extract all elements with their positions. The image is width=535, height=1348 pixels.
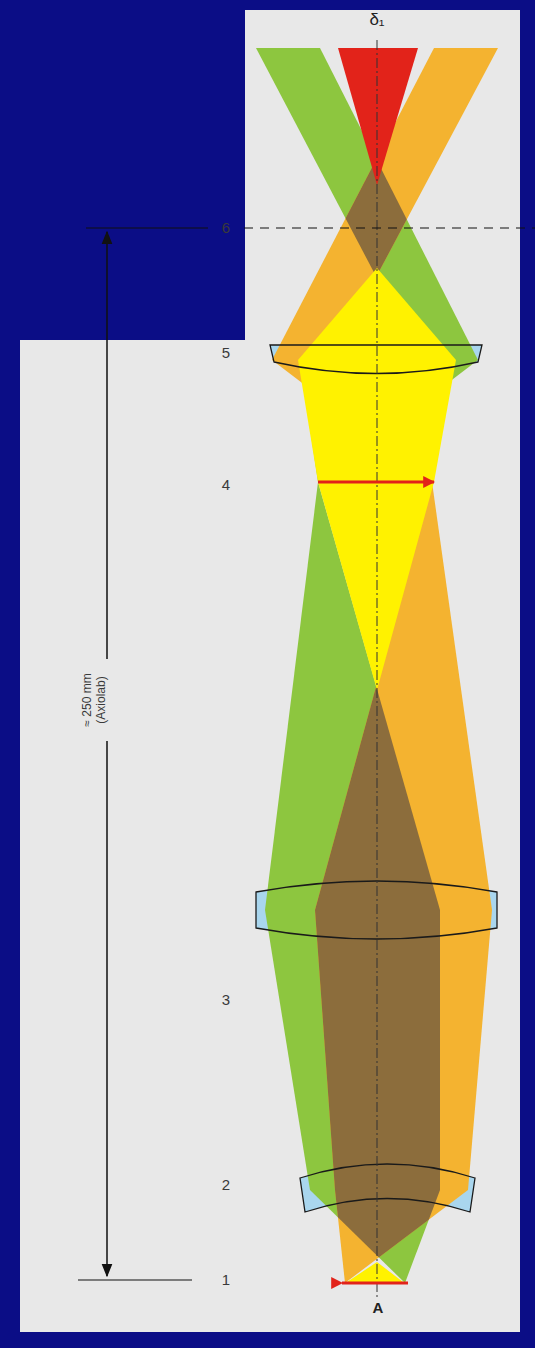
object-label: A xyxy=(373,1299,384,1316)
orange-beam xyxy=(272,48,498,360)
optical-axis xyxy=(377,40,378,1300)
plane-6-line xyxy=(86,227,208,228)
image-arrow xyxy=(318,481,434,484)
plane-number: 5 xyxy=(222,344,230,361)
exit-pupil-cone xyxy=(338,48,418,185)
dimension-label: ≈ 250 mm (Axiolab) xyxy=(77,659,113,741)
plane-number: 6 xyxy=(222,219,230,236)
plane-number: 3 xyxy=(222,991,230,1008)
pupil-symbol: δ₁ xyxy=(369,10,384,30)
plane-number: 2 xyxy=(222,1176,230,1193)
plane-6-dashed xyxy=(244,227,535,228)
yellow-beam xyxy=(347,1262,403,1282)
plane-1-line xyxy=(78,1279,192,1280)
lens-5-outline xyxy=(270,345,482,374)
corner-block xyxy=(0,0,245,340)
lens-2-outline xyxy=(300,1164,475,1212)
plane-number: 4 xyxy=(222,476,230,493)
beam-overlap xyxy=(272,48,498,360)
object-arrow xyxy=(342,1282,408,1285)
dimension-line xyxy=(106,232,108,1276)
yellow-beam xyxy=(318,482,434,690)
plane-number: 1 xyxy=(222,1271,230,1288)
